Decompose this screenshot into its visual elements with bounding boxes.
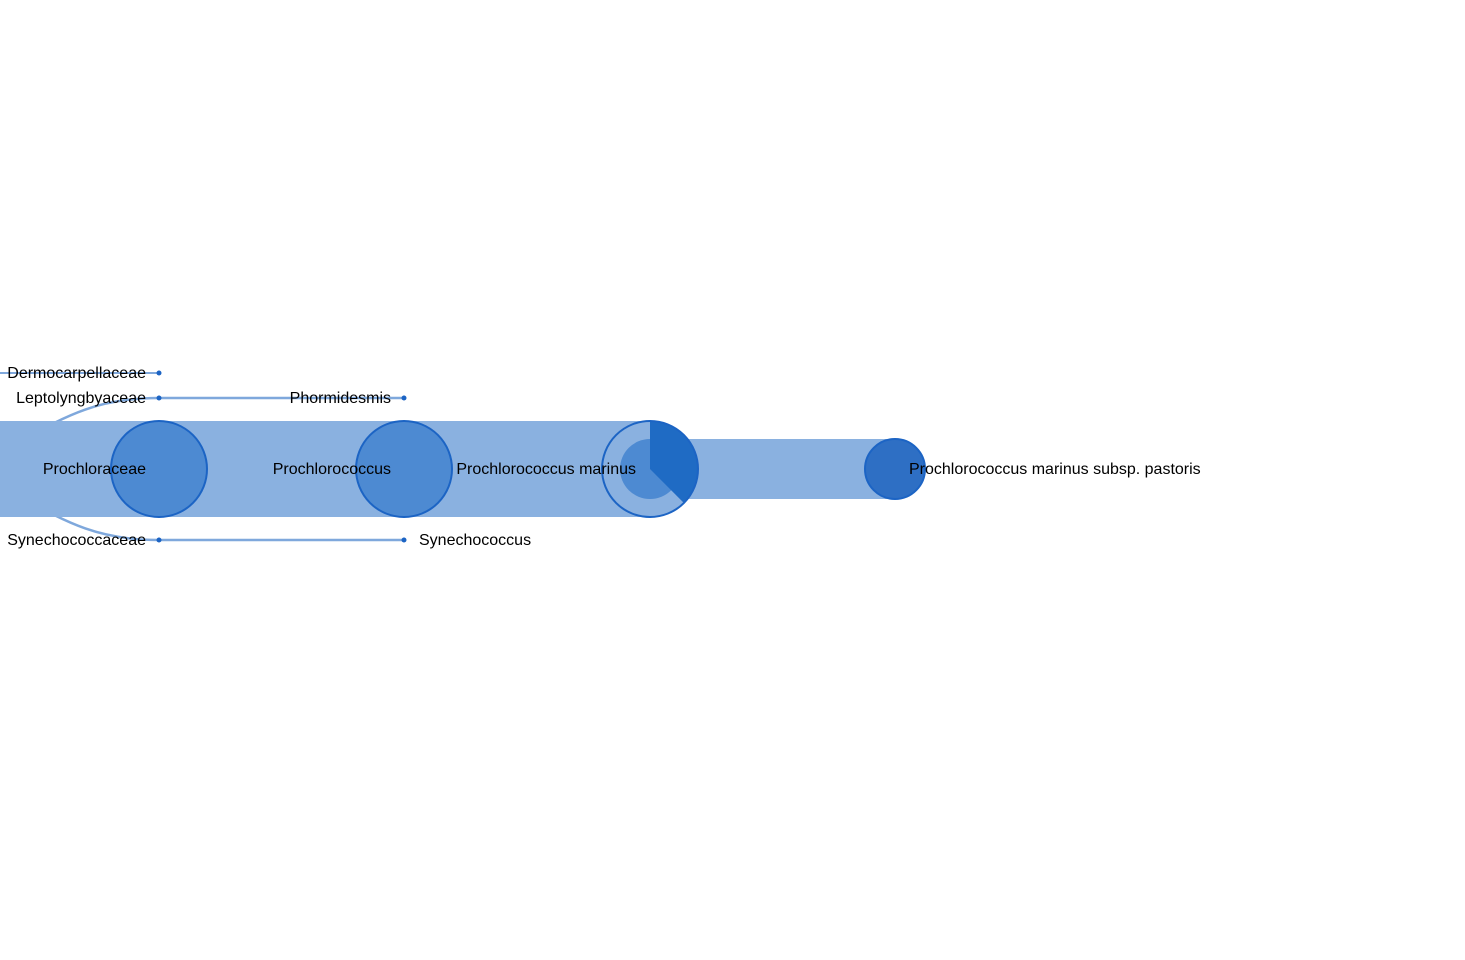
label-prochlorococcus-marinus-pastoris: Prochlorococcus marinus subsp. pastoris [909,461,1201,478]
label-prochlorococcus: Prochlorococcus [273,461,391,478]
label-prochloraceae: Prochloraceae [43,461,146,478]
label-dermocarpellaceae: Dermocarpellaceae [7,365,146,382]
node-synechococcaceae[interactable] [156,537,162,543]
label-synechococcus: Synechococcus [419,532,531,549]
label-leptolyngbyaceae: Leptolyngbyaceae [16,390,146,407]
marinus-outline [601,420,699,518]
label-phormidesmis: Phormidesmis [290,390,391,407]
node-leptolyngbyaceae[interactable] [156,395,162,401]
node-dermocarpellaceae[interactable] [156,370,162,376]
label-synechococcaceae: Synechococcaceae [7,532,146,549]
node-phormidesmis[interactable] [401,395,407,401]
node-prochlorococcus-marinus-pastoris[interactable] [864,438,926,500]
node-prochlorococcus-marinus[interactable] [601,420,699,518]
node-prochlorococcus[interactable] [355,420,453,518]
node-prochloraceae[interactable] [110,420,208,518]
label-prochlorococcus-marinus: Prochlorococcus marinus [456,461,636,478]
node-synechococcus[interactable] [401,537,407,543]
marinus-pie-wedge [650,421,699,503]
